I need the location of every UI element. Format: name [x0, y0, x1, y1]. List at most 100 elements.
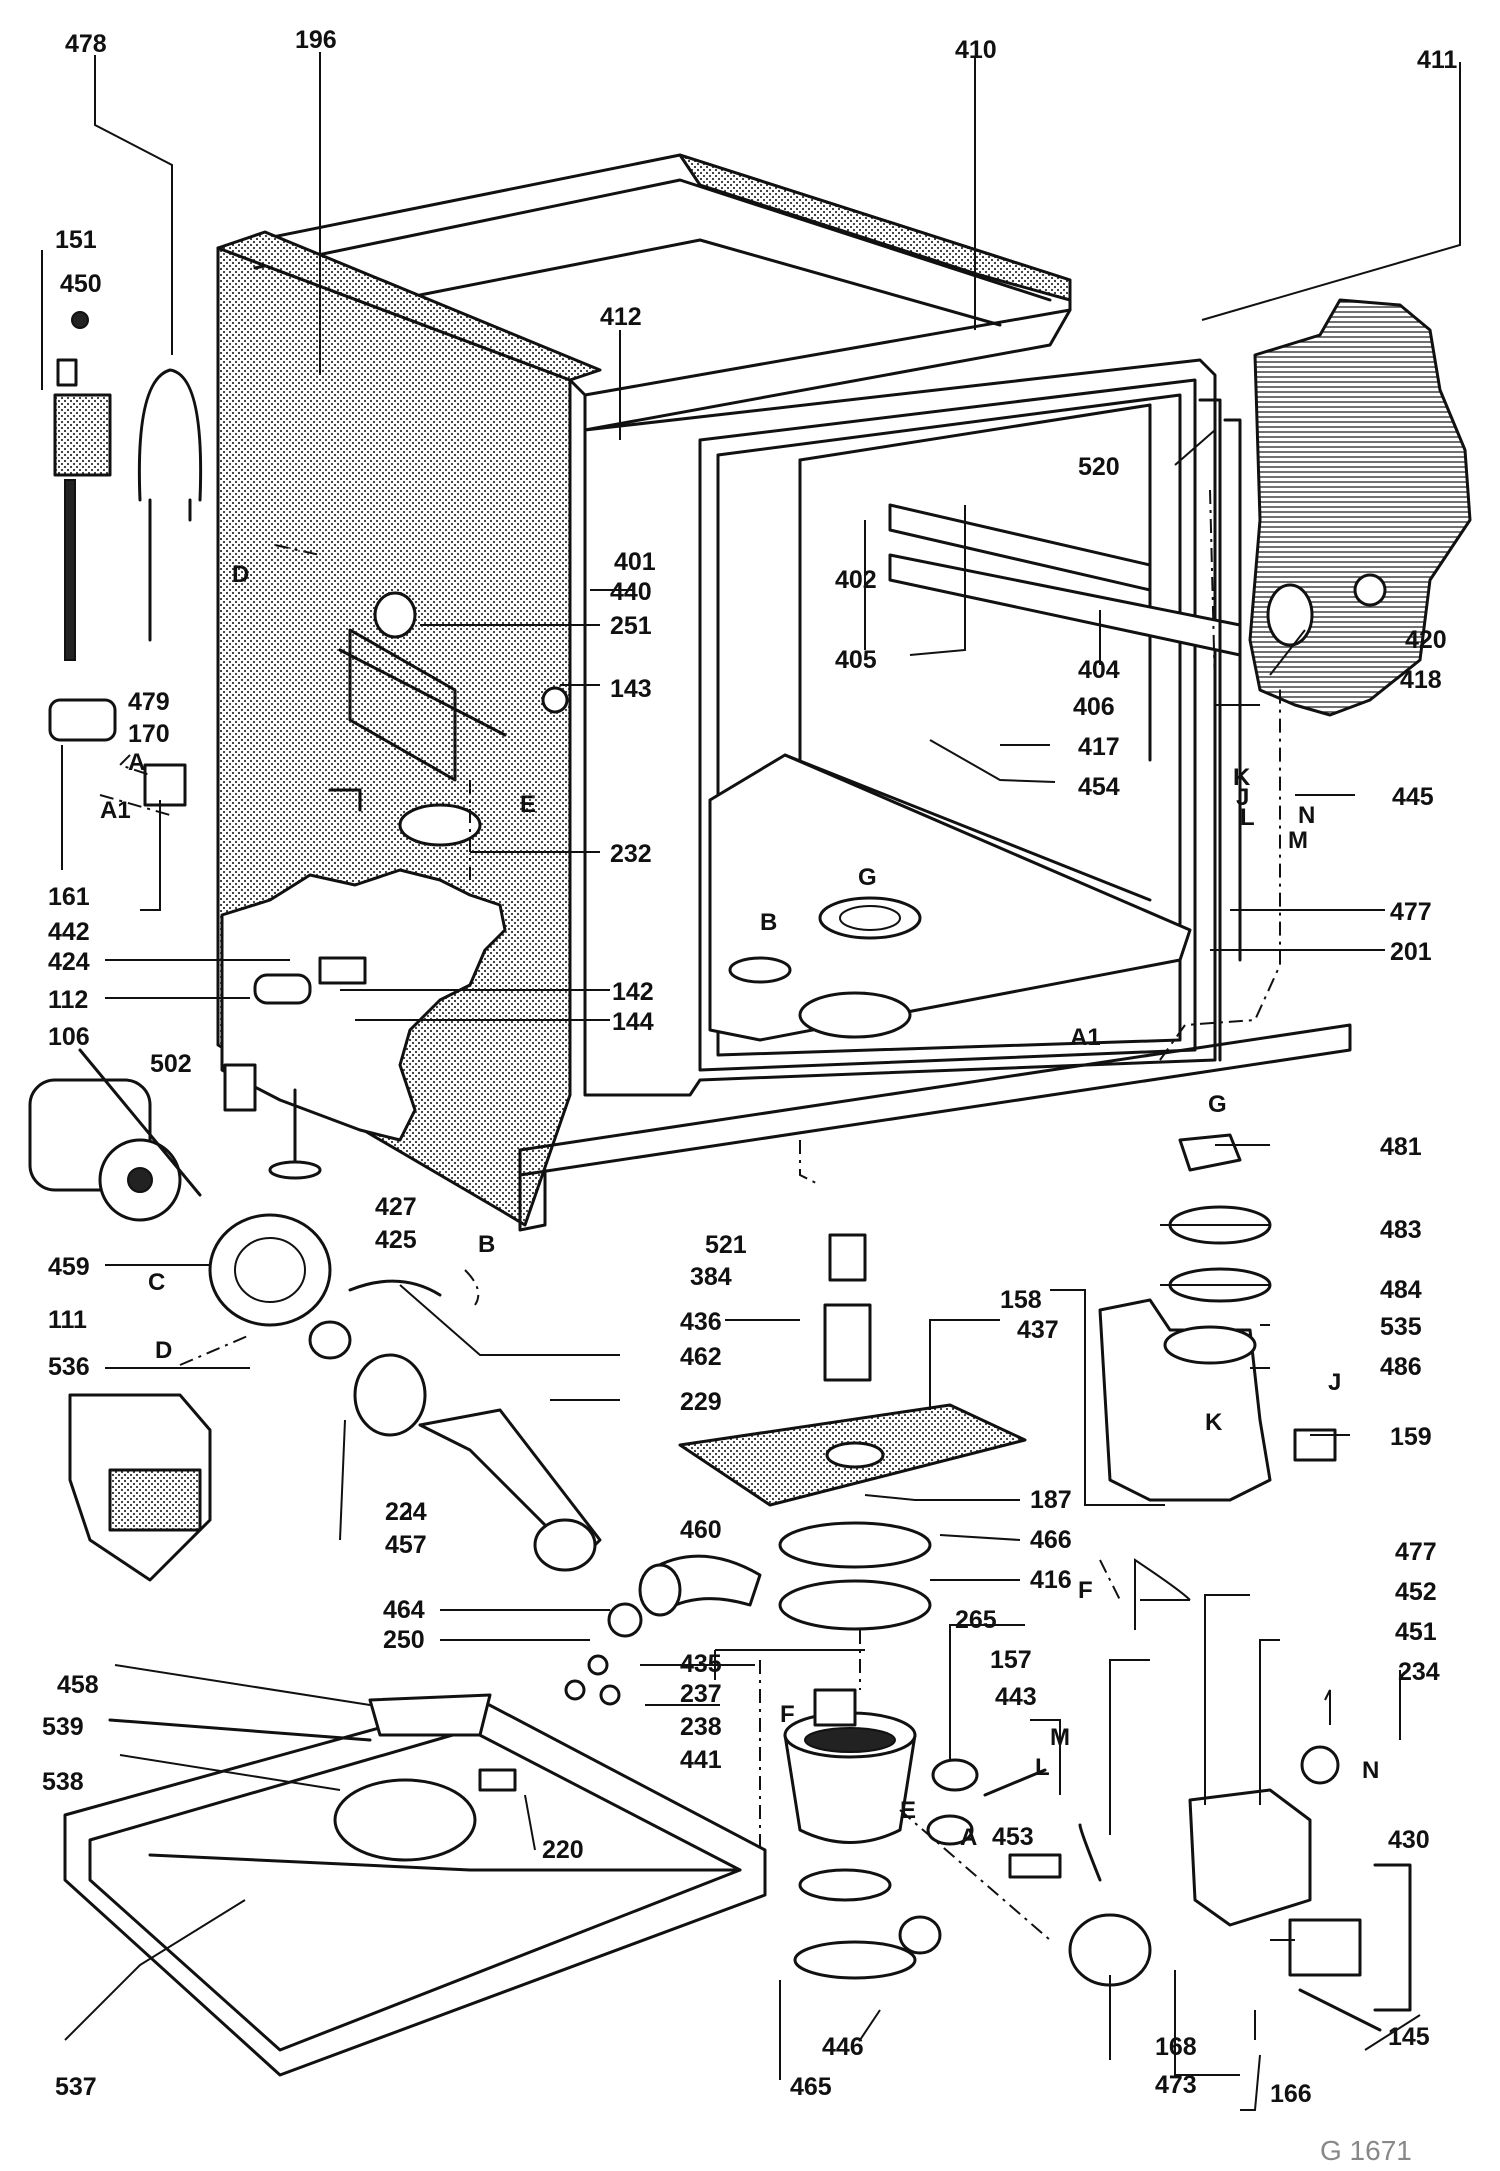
base-tray	[63, 1698, 767, 2077]
label-111: 111	[48, 1306, 87, 1334]
letter-D-top: D	[232, 561, 249, 588]
label-539: 539	[42, 1713, 84, 1741]
label-451: 451	[1395, 1618, 1437, 1646]
label-410: 410	[955, 36, 997, 64]
label-473: 473	[1155, 2071, 1197, 2099]
label-521: 521	[705, 1231, 747, 1259]
label-445: 445	[1392, 783, 1434, 811]
letter-N-top: N	[1298, 802, 1315, 829]
tub-floor	[708, 753, 1192, 1042]
letter-B-hose: B	[478, 1231, 495, 1258]
label-238: 238	[680, 1713, 722, 1741]
label-232: 232	[610, 840, 652, 868]
label-479: 479	[128, 688, 170, 716]
letter-L-top: L	[1240, 804, 1255, 831]
label-453: 453	[992, 1823, 1034, 1851]
letter-A1: A1	[100, 797, 131, 824]
drain-pump	[1068, 1788, 1412, 2032]
label-430: 430	[1388, 1826, 1430, 1854]
label-151: 151	[55, 226, 97, 254]
label-142: 142	[612, 978, 654, 1006]
label-454: 454	[1078, 773, 1120, 801]
label-537: 537	[55, 2073, 97, 2101]
label-106: 106	[48, 1023, 90, 1051]
label-224: 224	[385, 1498, 427, 1526]
letter-A-sump: A	[960, 1824, 977, 1851]
label-486: 486	[1380, 1353, 1422, 1381]
label-520: 520	[1078, 453, 1120, 481]
letter-E-top: E	[520, 791, 536, 818]
letter-C: C	[148, 1269, 165, 1296]
label-477-top: 477	[1390, 898, 1432, 926]
label-420: 420	[1405, 626, 1447, 654]
label-462: 462	[680, 1343, 722, 1371]
label-237: 237	[680, 1680, 722, 1708]
label-401: 401	[614, 548, 656, 576]
letter-K-top: K	[1233, 764, 1251, 791]
label-406: 406	[1073, 693, 1115, 721]
label-112: 112	[48, 986, 88, 1014]
label-404: 404	[1078, 656, 1120, 684]
connection-letters: D A A1 E G B K J L N M A1 G B C D J K F …	[100, 561, 1379, 1851]
label-416: 416	[1030, 1566, 1072, 1594]
label-435: 435	[680, 1650, 722, 1678]
label-166: 166	[1270, 2080, 1312, 2108]
label-187: 187	[1030, 1486, 1072, 1514]
label-201: 201	[1390, 938, 1432, 966]
label-161: 161	[48, 883, 90, 911]
letter-E-sump: E	[900, 1797, 916, 1824]
label-483: 483	[1380, 1216, 1422, 1244]
label-440: 440	[610, 578, 652, 606]
label-466: 466	[1030, 1526, 1072, 1554]
label-452: 452	[1395, 1578, 1437, 1606]
label-427: 427	[375, 1193, 417, 1221]
label-424: 424	[48, 948, 90, 976]
label-477-bottom: 477	[1395, 1538, 1437, 1566]
letter-F-sump: F	[780, 1701, 795, 1728]
leader-lines	[41, 52, 1461, 2111]
label-535: 535	[1380, 1313, 1422, 1341]
letter-M-top: M	[1288, 827, 1308, 854]
label-442: 442	[48, 918, 90, 946]
label-443: 443	[995, 1683, 1037, 1711]
part-labels: 478 196 410 411 151 450 412 520 420 401 …	[42, 26, 1457, 2108]
label-412: 412	[600, 303, 642, 331]
cabinet	[216, 153, 1352, 1232]
letter-N-pump: N	[1362, 1757, 1379, 1784]
label-436: 436	[680, 1308, 722, 1336]
float-switch-base	[333, 1778, 477, 1862]
label-402: 402	[835, 566, 877, 594]
pressure-switch	[398, 803, 482, 847]
label-157: 157	[990, 1646, 1032, 1674]
label-502: 502	[150, 1050, 192, 1078]
label-484: 484	[1380, 1276, 1422, 1304]
letter-G-softener: G	[1208, 1091, 1227, 1118]
wash-motor	[28, 1048, 202, 1222]
label-144: 144	[612, 1008, 654, 1036]
rinse-aid-dispenser	[53, 393, 112, 477]
label-145: 145	[1388, 2023, 1430, 2051]
label-460: 460	[680, 1516, 722, 1544]
label-536: 536	[48, 1353, 90, 1381]
dash-connections	[99, 489, 1281, 1941]
label-425: 425	[375, 1226, 417, 1254]
letter-A: A	[128, 749, 145, 776]
panel-cutout	[220, 868, 507, 1142]
label-411: 411	[1417, 46, 1457, 74]
label-159: 159	[1390, 1423, 1432, 1451]
letter-A1-frame: A1	[1070, 1024, 1101, 1051]
letter-K-softener: K	[1205, 1409, 1223, 1436]
letter-M-sump: M	[1050, 1724, 1070, 1751]
label-168: 168	[1155, 2033, 1197, 2061]
label-464: 464	[383, 1596, 425, 1624]
label-251: 251	[610, 612, 652, 640]
label-441: 441	[680, 1746, 722, 1774]
sump	[783, 1733, 917, 1844]
label-459: 459	[48, 1253, 90, 1281]
letter-L-sump: L	[1035, 1754, 1050, 1781]
letter-D-pump: D	[155, 1337, 172, 1364]
label-465: 465	[790, 2073, 832, 2101]
label-158: 158	[1000, 1286, 1042, 1314]
label-450: 450	[60, 270, 102, 298]
